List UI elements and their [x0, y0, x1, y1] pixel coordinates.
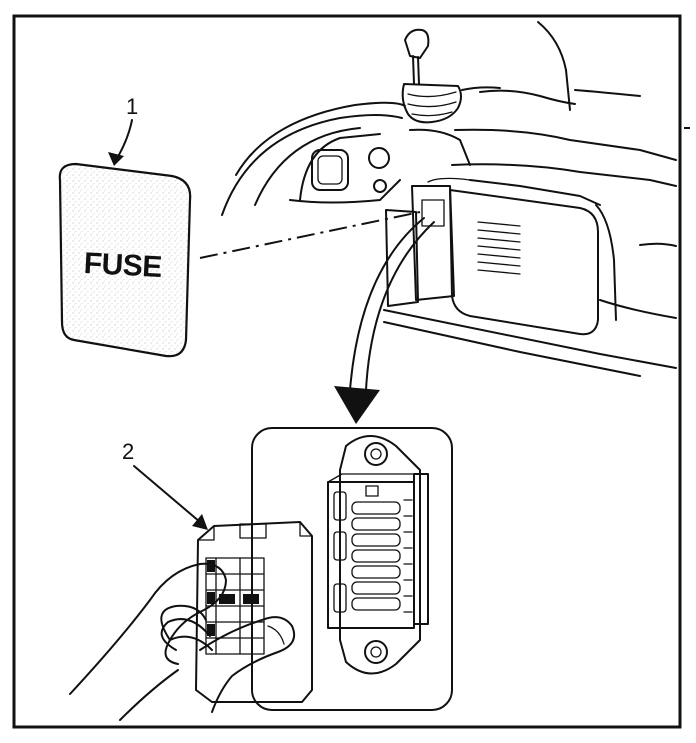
fuse-holder: [327, 473, 429, 629]
terminal-ticks: [403, 499, 413, 613]
callout-number-1: 1: [126, 94, 138, 119]
fuse-row: [351, 501, 401, 611]
callout-1: 1: [108, 94, 138, 166]
square-switch: [311, 149, 349, 191]
arrow-head: [334, 386, 380, 424]
fuse-block-inset: [251, 427, 453, 711]
vent-grille: [477, 221, 521, 275]
hand: [69, 562, 296, 721]
cover-clip: [239, 523, 267, 539]
mounting-bracket: [339, 435, 421, 675]
fuse-box-location: [385, 177, 471, 307]
small-knob: [373, 179, 387, 193]
fuse: [351, 597, 401, 611]
fuse-box-cover: [195, 521, 313, 703]
fuse: [351, 581, 401, 595]
round-knob: [368, 147, 390, 169]
outer-border: [12, 14, 682, 729]
fuse: [351, 501, 401, 515]
callout-number-2: 2: [122, 439, 134, 464]
seat-body: [409, 21, 677, 321]
fuse-chart: [205, 557, 265, 655]
top-bolt: [364, 442, 388, 466]
side-panel: [449, 189, 599, 336]
joystick-lever: [401, 28, 501, 124]
fuse-cover: FUSE: [58, 162, 192, 358]
fuse-cover-label: FUSE: [83, 247, 163, 284]
bottom-bolt: [364, 640, 388, 664]
fuse: [351, 565, 401, 579]
fuse: [351, 549, 401, 563]
curved-arrow: [334, 217, 435, 424]
floor-line: [383, 309, 677, 369]
dashed-leader: [199, 211, 421, 259]
fuse: [351, 533, 401, 547]
fuse: [351, 517, 401, 531]
operator-station: [221, 21, 677, 377]
callout-2: 2: [122, 439, 208, 530]
inset-frame: [251, 427, 453, 711]
